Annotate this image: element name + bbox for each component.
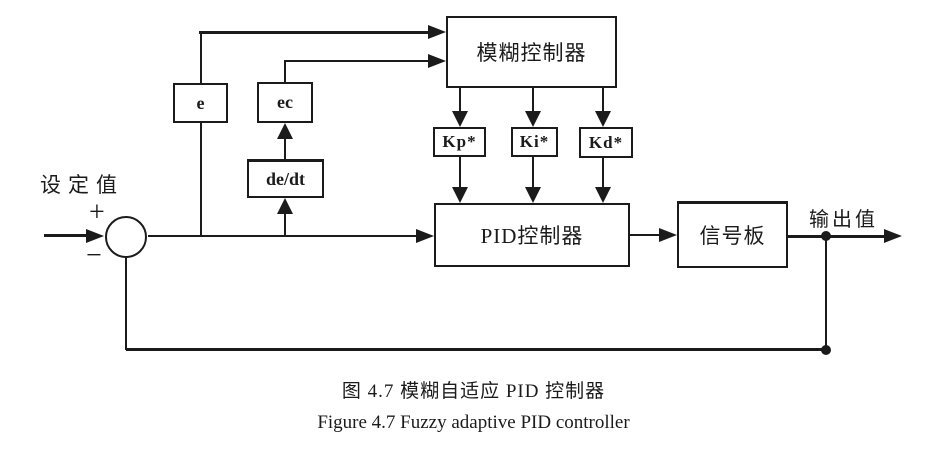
arrowhead-ki-into-pid [525,187,541,203]
arrowhead-into-kp [452,111,468,127]
arrowhead-ec-into-fuzzy [428,54,446,68]
arrowhead-into-signal [659,228,677,242]
kd-label: Kd* [588,132,624,152]
line-feedback-up-to-junction [125,258,127,350]
block-gain-kp: Kp* [433,127,486,157]
block-derivative-de-dt: de/dt [247,159,324,198]
block-error-change-ec: ec [257,82,313,123]
arrowhead-kp-into-pid [452,187,468,203]
block-gain-kd: Kd* [579,127,633,158]
line-feedback-horizontal [126,348,826,351]
arrowhead-output [884,229,902,243]
minus-sign: − [86,240,102,271]
line-dedt-to-ec [284,138,286,159]
arrowhead-into-kd [595,111,611,127]
caption-chinese: 图 4.7 模糊自适应 PID 控制器 [341,381,606,402]
arrowhead-e-into-fuzzy [428,25,446,39]
line-ec-to-fuzzy [284,60,429,62]
arrowhead-into-ki [525,111,541,127]
line-kd-to-pid [602,158,604,188]
line-kp-to-pid [459,157,461,188]
junction-dot-feedback-corner [821,345,831,355]
line-ec-up [284,61,286,82]
line-setpoint-input [44,234,88,237]
figure-caption: 图 4.7 模糊自适应 PID 控制器 Figure 4.7 Fuzzy ada… [0,376,947,434]
fuzzy-controller-label: 模糊控制器 [476,41,587,65]
line-branch-to-dedt [284,213,286,237]
block-signal-board: 信号板 [677,201,788,268]
block-pid-controller: PID控制器 [434,203,630,267]
kp-label: Kp* [442,132,477,151]
block-gain-ki: Ki* [511,127,558,157]
line-pid-to-signal [630,234,660,236]
line-fuzzy-to-kd [602,88,604,112]
line-output [788,235,885,238]
arrowhead-kd-into-pid [595,187,611,203]
line-e-to-fuzzy [199,31,429,34]
line-feedback-down [825,236,827,350]
line-fuzzy-to-ki [532,88,534,112]
setpoint-label: 设定值 [40,173,124,197]
block-fuzzy-controller: 模糊控制器 [446,16,617,88]
arrowhead-into-dedt [277,198,293,214]
line-e-up [200,32,202,83]
de-dt-label: de/dt [265,168,305,189]
ki-label: Ki* [519,132,550,151]
ec-label: ec [277,92,293,112]
output-label: 输出值 [809,209,878,231]
arrowhead-into-pid [416,229,434,243]
line-ki-to-pid [532,157,534,188]
caption-english: Figure 4.7 Fuzzy adaptive PID controller [317,412,630,433]
pid-controller-label: PID控制器 [480,224,584,248]
arrowhead-into-ec [277,123,293,139]
line-error-main [148,235,418,237]
block-error-e: e [173,83,228,123]
line-fuzzy-to-kp [459,88,461,112]
line-branch-to-e [200,123,202,237]
summing-junction [105,216,147,258]
signal-board-label: 信号板 [699,224,766,248]
plus-sign: + [89,197,105,228]
arrowhead-setpoint-input [86,229,104,243]
e-label: e [196,92,205,113]
